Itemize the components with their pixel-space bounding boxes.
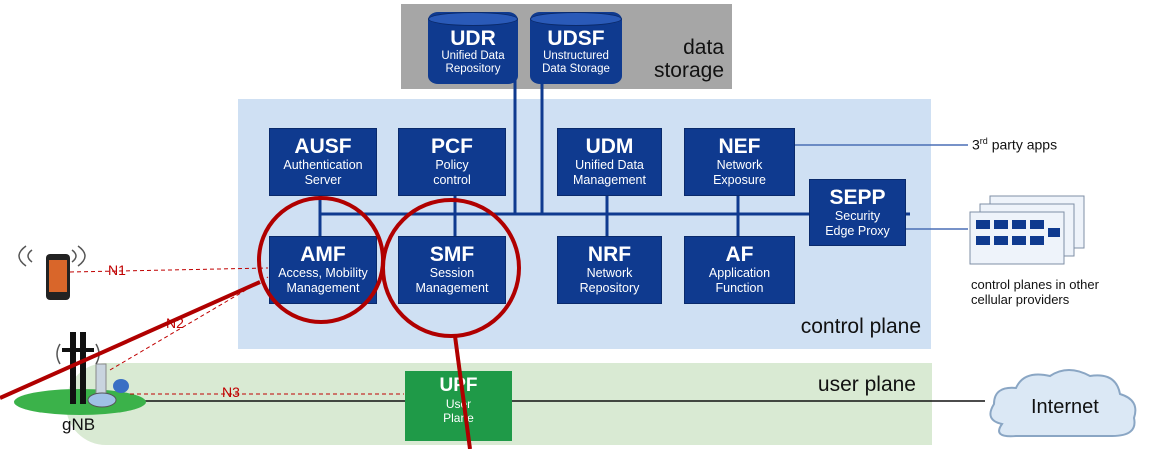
gnb-base-station-icon bbox=[14, 332, 146, 415]
n3-interface-label: N3 bbox=[222, 384, 240, 400]
third-party-apps-label: 3rd party apps bbox=[972, 136, 1058, 153]
amf-box[interactable]: AMF Access, Mobility Management bbox=[269, 236, 377, 304]
udm-box[interactable]: UDM Unified Data Management bbox=[557, 128, 662, 196]
nef-box[interactable]: NEF Network Exposure bbox=[684, 128, 795, 196]
internet-label: Internet bbox=[1031, 396, 1099, 418]
smartphone-icon bbox=[46, 254, 70, 300]
af-box[interactable]: AF Application Function bbox=[684, 236, 795, 304]
smf-callout-line bbox=[453, 335, 472, 449]
other-providers-label: control planes in other cellular provide… bbox=[971, 277, 1099, 307]
internet-cloud-icon bbox=[989, 369, 1137, 438]
amf-highlight-circle bbox=[257, 196, 385, 324]
control-plane-label: control plane bbox=[800, 315, 921, 338]
udsf-database[interactable]: UDSF Unstructured Data Storage bbox=[530, 12, 622, 84]
amf-callout-line bbox=[0, 280, 261, 400]
wireless-signal-icon bbox=[18, 245, 86, 267]
gnb-label: gNB bbox=[62, 415, 96, 434]
nrf-box[interactable]: NRF Network Repository bbox=[557, 236, 662, 304]
user-plane-label: user plane bbox=[817, 373, 916, 396]
n1-line bbox=[69, 267, 269, 273]
n2-line bbox=[109, 276, 269, 371]
n1-interface-label: N1 bbox=[108, 262, 126, 278]
sepp-box[interactable]: SEPP Security Edge Proxy bbox=[809, 179, 906, 246]
udr-database[interactable]: UDR Unified Data Repository bbox=[428, 12, 518, 84]
device-illustrations bbox=[14, 245, 146, 415]
smf-box[interactable]: SMF Session Management bbox=[398, 236, 506, 304]
data-storage-label: data storage bbox=[653, 36, 724, 82]
other-control-planes-icon bbox=[969, 195, 1085, 265]
ausf-box[interactable]: AUSF Authentication Server bbox=[269, 128, 377, 196]
pcf-box[interactable]: PCF Policy control bbox=[398, 128, 506, 196]
smf-highlight-circle bbox=[381, 198, 521, 338]
